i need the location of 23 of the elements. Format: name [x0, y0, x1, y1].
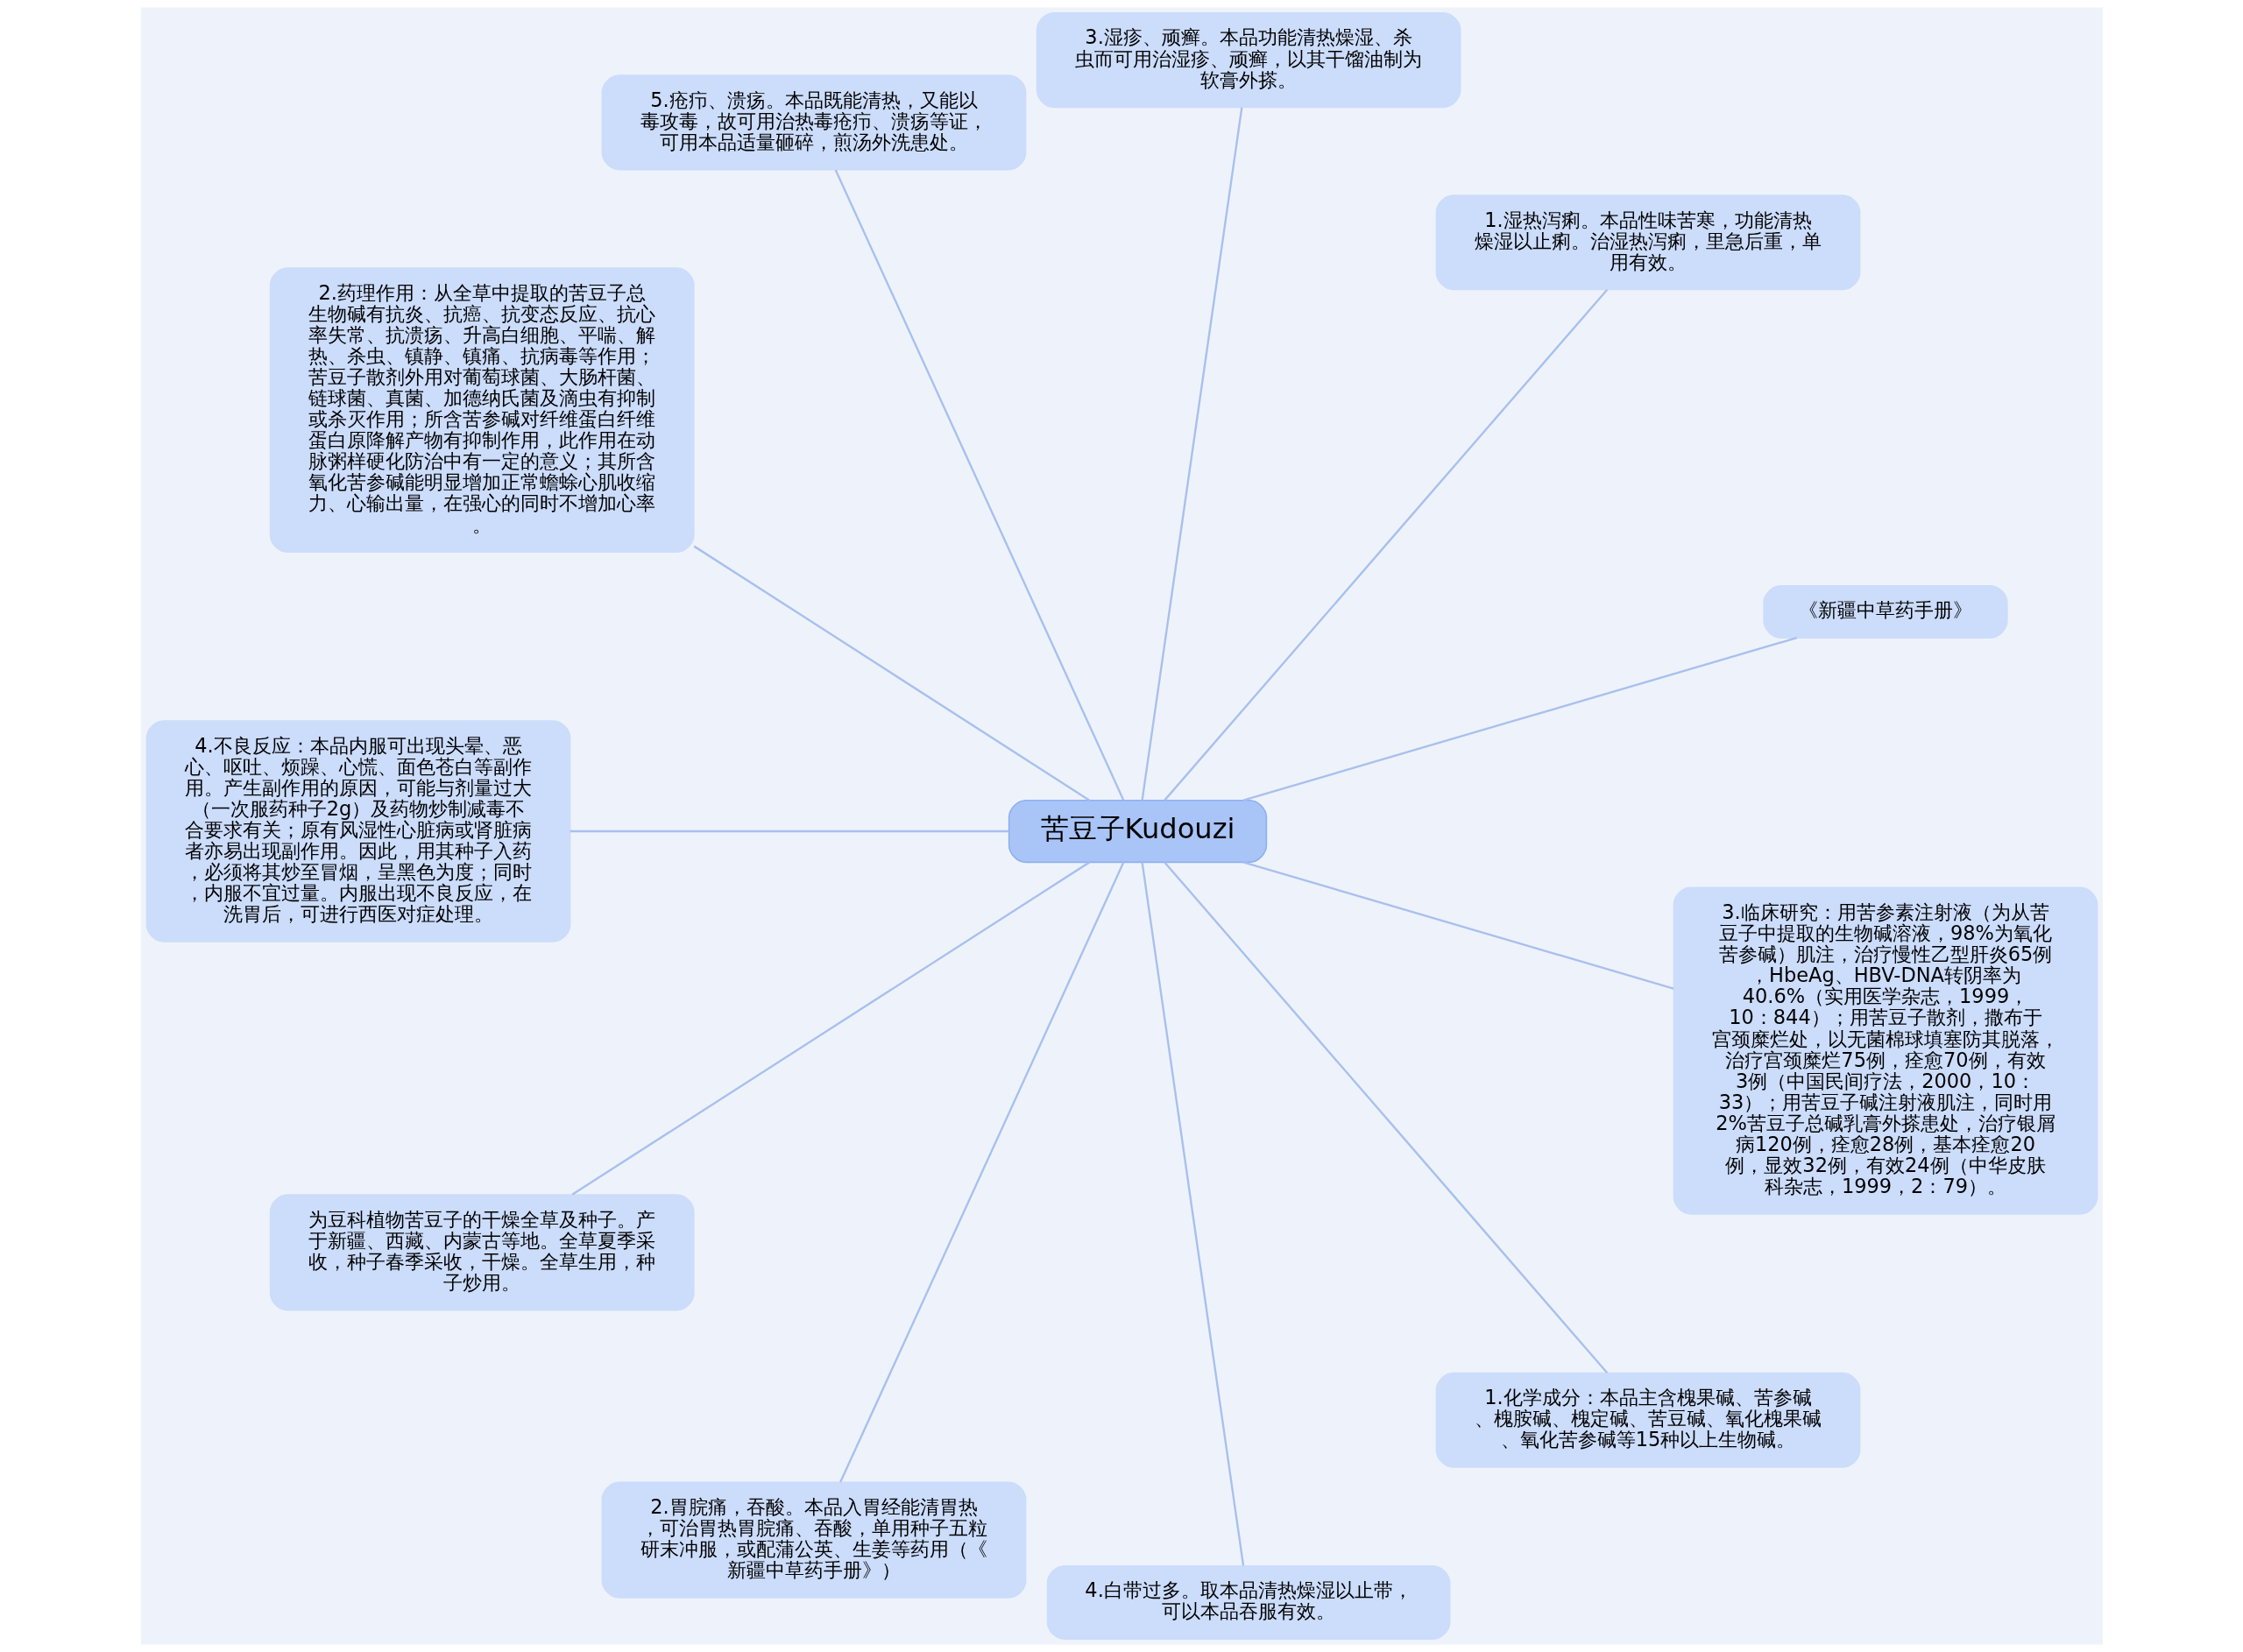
node-box: 3.湿疹、顽癣。本品功能清热燥湿、杀虫而可用治湿疹、顽癣，以其干馏油制为软膏外搽。: [1036, 12, 1461, 109]
connector: [1164, 861, 1608, 1374]
connector: [693, 545, 1090, 801]
node-box: 2.胃脘痛，吞酸。本品入胃经能清胃热，可治胃热胃脘痛、吞酸，单用种子五粒研末冲服，或配蒲公英、生姜等药用（《新疆中草药手册》）: [601, 1481, 1026, 1599]
connector: [1242, 861, 1673, 990]
node-box: 苦豆子Kudouzi: [1008, 799, 1267, 864]
connector: [1140, 107, 1242, 801]
connector: [1242, 636, 1797, 801]
node-box: 1.湿热泻痢。本品性味苦寒，功能清热燥湿以止痢。治湿热泻痢，里急后重，单用有效。: [1435, 194, 1860, 291]
connector: [1164, 288, 1608, 801]
node-box: 4.白带过多。取本品清热燥湿以止带，可以本品吞服有效。: [1046, 1564, 1450, 1640]
node-box: 为豆科植物苦豆子的干燥全草及种子。产于新疆、西藏、内蒙古等地。全草夏季采收，种子春季采收，干燥。全草生用，种子炒用。: [269, 1194, 695, 1311]
connector: [570, 830, 1008, 833]
node-box: 1.化学成分：本品主含槐果碱、苦参碱、槐胺碱、槐定碱、苦豆碱、氧化槐果碱、氧化苦参碱等15种以上生物碱。: [1435, 1372, 1860, 1468]
node-box: 《新疆中草药手册》: [1762, 584, 2008, 639]
node-box: 3.临床研究：用苦参素注射液（为从苦豆子中提取的生物碱溶液，98%为氧化苦参碱）肌注，治疗慢性乙型肝炎65例，HbeAg、HBV-DNA转阴率为40.6%（实用医学杂志，1999，10：844）；用苦豆子散剂，撒布于宫颈糜烂处，以无菌棉球填塞防其脱落，治疗宫颈糜烂75例，痊愈70例，有效3例（中国民间疗法，2000，10：33）；用苦豆子碱注射液肌注，同时用2%苦豆子总碱乳膏外搽患处，治疗银屑病120例，痊愈28例，基本痊愈20例，显效32例，有效24例（中华皮肤科杂志，1999，2：79）。: [1673, 886, 2098, 1215]
connector: [570, 861, 1090, 1196]
connector: [1140, 862, 1244, 1566]
node-box: 5.疮疖、溃疡。本品既能清热，又能以毒攻毒，故可用治热毒疮疖、溃疡等证，可用本品适量砸碎，煎汤外洗患处。: [601, 74, 1026, 171]
node-box: 2.药理作用：从全草中提取的苦豆子总生物碱有抗炎、抗癌、抗变态反应、抗心率失常、抗溃疡、升高白细胞、平喘、解热、杀虫、镇静、镇痛、抗病毒等作用；苦豆子散剂外用对葡萄球菌、大肠杆菌、链球菌、真菌、加德纳氏菌及滴虫有抑制或杀灭作用；所含苦参碱对纤维蛋白纤维蛋白原降解产物有抑制作用，此作用在动脉粥样硬化防治中有一定的意义；其所含氧化苦参碱能明显增加正常蟾蜍心肌收缩力、心输出量，在强心的同时不增加心率。: [269, 267, 695, 554]
connector: [834, 169, 1124, 801]
node-box: 4.不良反应：本品内服可出现头晕、恶心、呕吐、烦躁、心慌、面色苍白等副作用。产生副作用的原因，可能与剂量过大（一次服药种子2g）及药物炒制减毒不合要求有关；原有风湿性心脏病或肾脏病者亦易出现副作用。因此，用其种子入药，必须将其炒至冒烟，呈黑色为度；同时，内服不宜过量。内服出现不良反应，在洗胃后，可进行西医对症处理。: [145, 720, 570, 942]
connector: [838, 862, 1124, 1483]
